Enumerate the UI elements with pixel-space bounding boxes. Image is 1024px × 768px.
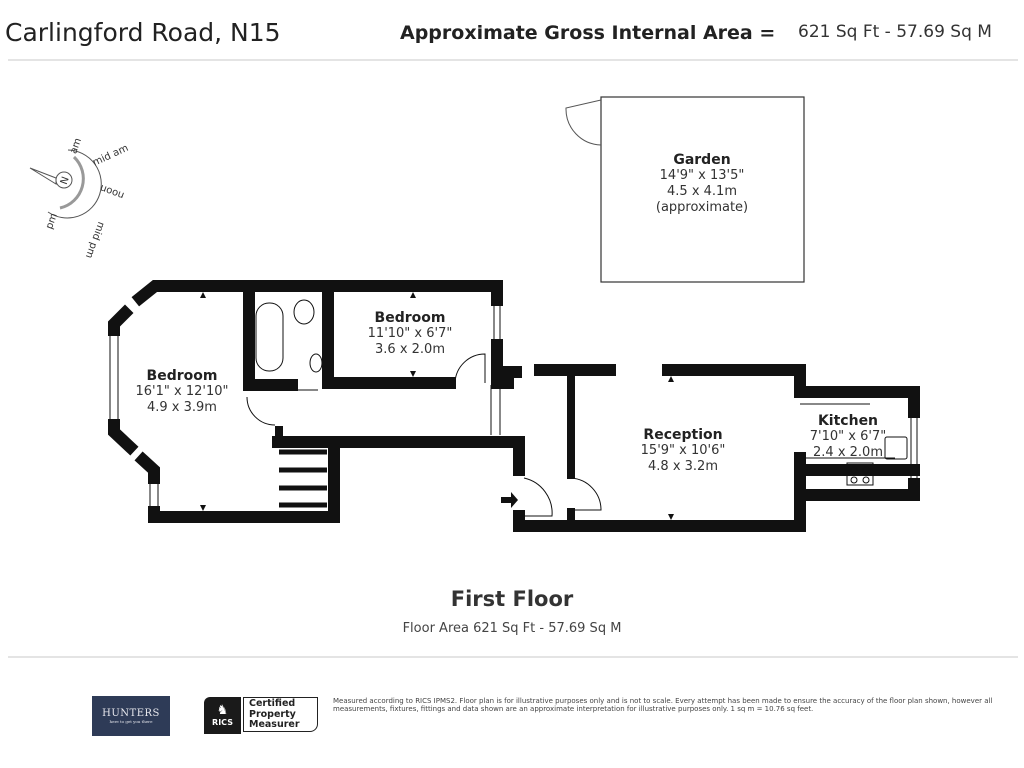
svg-text:mid pm: mid pm — [83, 220, 106, 260]
gross-area-value: 621 Sq Ft - 57.69 Sq M — [798, 22, 992, 42]
svg-text:pm: pm — [44, 212, 60, 231]
garden-door-icon — [565, 99, 602, 146]
bottom-divider — [8, 656, 1018, 658]
windows-and-fixtures — [109, 299, 918, 517]
sink-icon — [884, 436, 908, 460]
dimension-arrows — [200, 292, 674, 520]
floor-name: First Floor — [450, 587, 574, 611]
hob-icon — [846, 462, 874, 486]
disclaimer: Measured according to RICS IPMS2. Floor … — [333, 697, 993, 713]
compass-north: N — [59, 175, 72, 186]
toilet-icon — [293, 299, 315, 325]
floor-area: Floor Area 621 Sq Ft - 57.69 Sq M — [402, 621, 622, 636]
svg-text:mid am: mid am — [91, 143, 130, 169]
rics-logo: ♞RICS — [204, 697, 241, 734]
property-title: Carlingford Road, N15 — [5, 18, 281, 47]
garden-outline — [600, 96, 805, 283]
basin-icon — [309, 353, 323, 373]
sun-compass-icon: N am mid am noon mid pm pm — [29, 137, 130, 260]
walls — [108, 280, 920, 532]
svg-text:noon: noon — [99, 182, 126, 201]
entrance-arrow-icon — [501, 492, 518, 508]
gross-area-label: Approximate Gross Internal Area = — [400, 22, 776, 44]
svg-text:am: am — [68, 137, 84, 156]
top-divider — [8, 59, 1018, 61]
bath-icon — [255, 302, 284, 372]
hunters-logo: HUNTERS here to get you there — [92, 696, 170, 736]
